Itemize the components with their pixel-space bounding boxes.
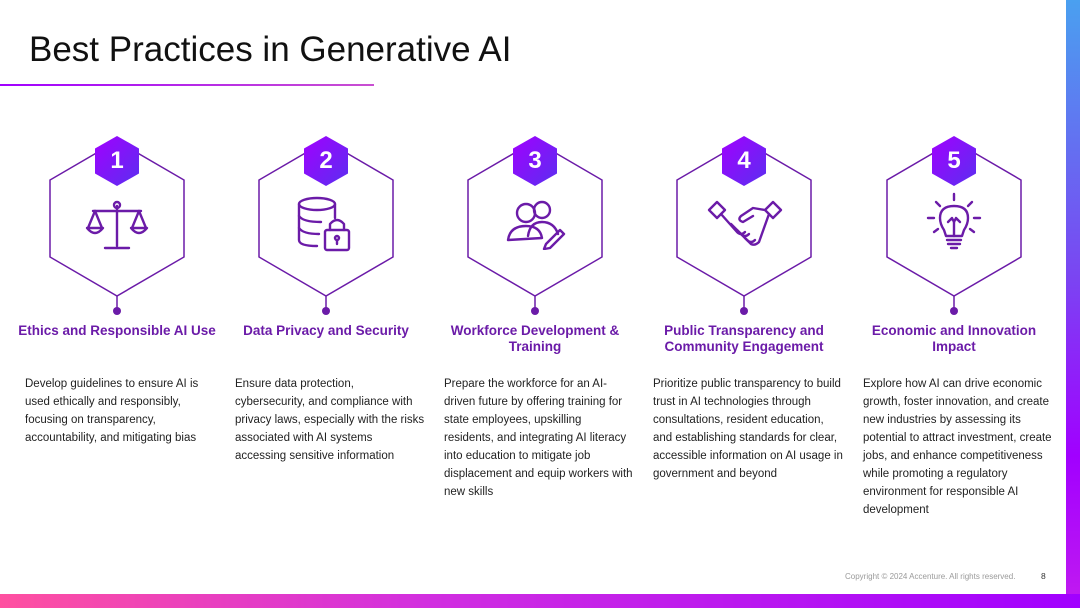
step-number-badge: 5 — [932, 136, 976, 186]
step-number-badge: 2 — [304, 136, 348, 186]
column-title: Workforce Development & Training — [450, 323, 620, 354]
practice-column-4: 4 Public Transparency and Community Enga… — [639, 136, 849, 480]
step-number-badge: 4 — [722, 136, 766, 186]
handshake-icon — [707, 198, 783, 253]
hexagon-frame: 3 — [430, 136, 640, 316]
step-number-badge: 1 — [95, 136, 139, 186]
hexagon-frame: 1 — [12, 136, 222, 316]
practice-column-3: 3 Workforce Development & Training Prepa… — [430, 136, 640, 498]
scales-of-justice-icon — [85, 198, 149, 259]
column-description: Prioritize public transparency to build … — [653, 378, 843, 480]
title-underline — [0, 84, 374, 86]
column-title: Economic and Innovation Impact — [871, 323, 1037, 354]
hexagon-frame: 2 — [221, 136, 431, 316]
step-number-badge: 3 — [513, 136, 557, 186]
column-title: Ethics and Responsible AI Use — [18, 323, 216, 338]
people-training-icon — [504, 198, 568, 255]
database-lock-icon — [295, 196, 357, 261]
column-description: Explore how AI can drive economic growth… — [863, 378, 1052, 516]
lightbulb-icon — [926, 192, 982, 261]
column-title: Public Transparency and Community Engage… — [664, 323, 824, 354]
column-title: Data Privacy and Security — [243, 323, 409, 338]
column-description: Ensure data protection, cybersecurity, a… — [235, 378, 425, 462]
right-accent-bar — [1066, 0, 1080, 608]
hexagon-frame: 4 — [639, 136, 849, 316]
practice-column-5: 5 Economic and Innovation Impact Explore… — [849, 136, 1059, 516]
practice-column-2: 2 Data Privacy and Security Ensure data … — [221, 136, 431, 462]
bottom-accent-bar — [0, 594, 1080, 608]
column-description: Prepare the workforce for an AI-driven f… — [444, 378, 633, 498]
page-number: 8 — [1041, 571, 1046, 581]
column-description: Develop guidelines to ensure AI is used … — [25, 378, 199, 444]
practice-column-1: 1 Ethics and Responsible AI Use Develop … — [12, 136, 222, 444]
copyright-notice: Copyright © 2024 Accenture. All rights r… — [845, 572, 1016, 581]
slide-title: Best Practices in Generative AI — [29, 30, 512, 69]
hexagon-frame: 5 — [849, 136, 1059, 316]
